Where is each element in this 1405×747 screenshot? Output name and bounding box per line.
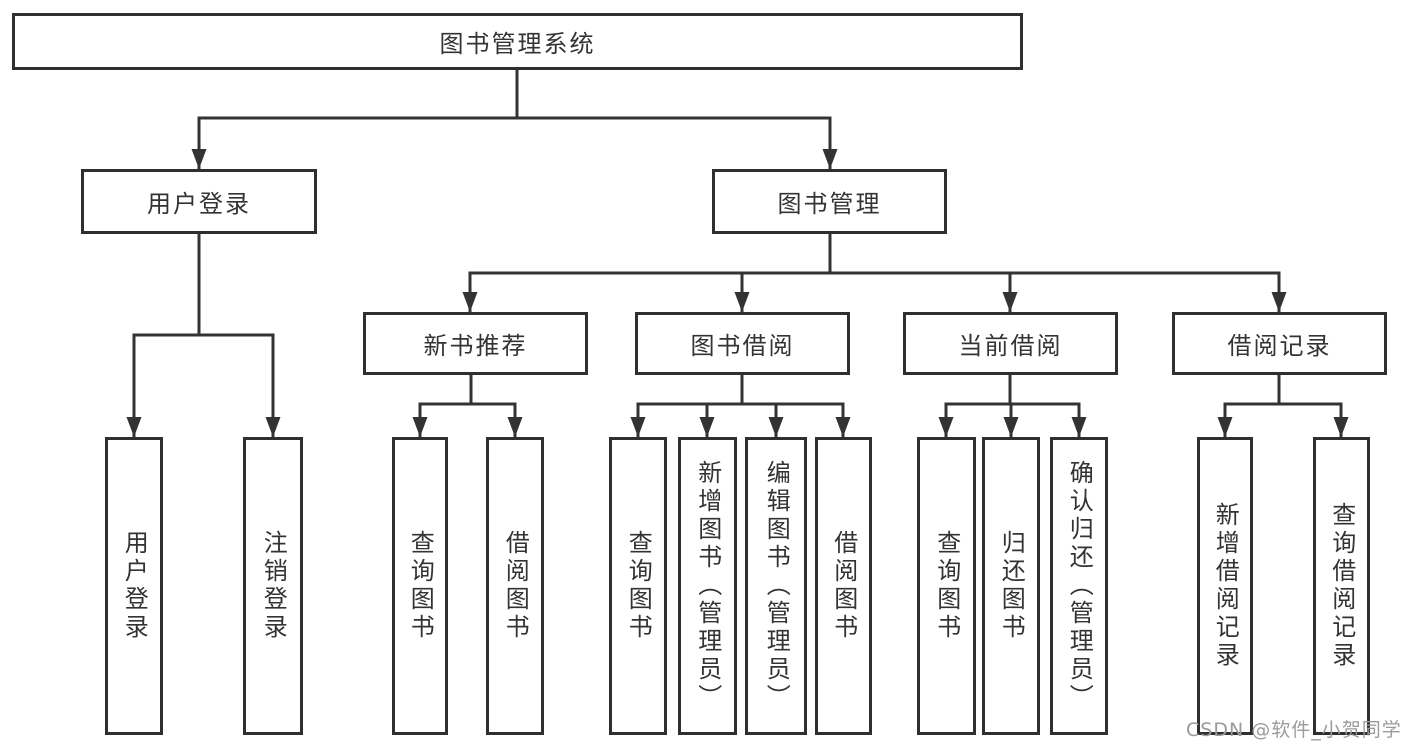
leaf-logout: 注销登录	[243, 437, 303, 735]
node-book-management: 图书管理	[712, 169, 947, 234]
node-current-borrowing: 当前借阅	[903, 312, 1118, 375]
leaf-confirm-return-admin: 确认归还（管理员）	[1050, 437, 1108, 735]
node-borrowing-records: 借阅记录	[1172, 312, 1387, 375]
csdn-watermark: CSDN @软件_小贺同学	[1186, 719, 1402, 741]
node-user-login: 用户登录	[81, 169, 317, 234]
leaf-query-books-recommend: 查询图书	[392, 437, 448, 735]
leaf-query-books-current: 查询图书	[917, 437, 976, 735]
node-new-book-recommendation: 新书推荐	[363, 312, 588, 375]
leaf-borrow-books-recommend: 借阅图书	[486, 437, 544, 735]
node-book-borrowing: 图书借阅	[635, 312, 850, 375]
leaf-query-borrow-record: 查询借阅记录	[1313, 437, 1370, 735]
leaf-user-login: 用户登录	[105, 437, 163, 735]
leaf-add-book-admin: 新增图书（管理员）	[678, 437, 737, 735]
leaf-edit-book-admin: 编辑图书（管理员）	[745, 437, 807, 735]
leaf-add-borrow-record: 新增借阅记录	[1197, 437, 1253, 735]
leaf-borrow-books-borrow: 借阅图书	[815, 437, 872, 735]
leaf-query-books-borrow: 查询图书	[609, 437, 667, 735]
leaf-return-books: 归还图书	[982, 437, 1040, 735]
node-root-library-system: 图书管理系统	[12, 13, 1023, 70]
